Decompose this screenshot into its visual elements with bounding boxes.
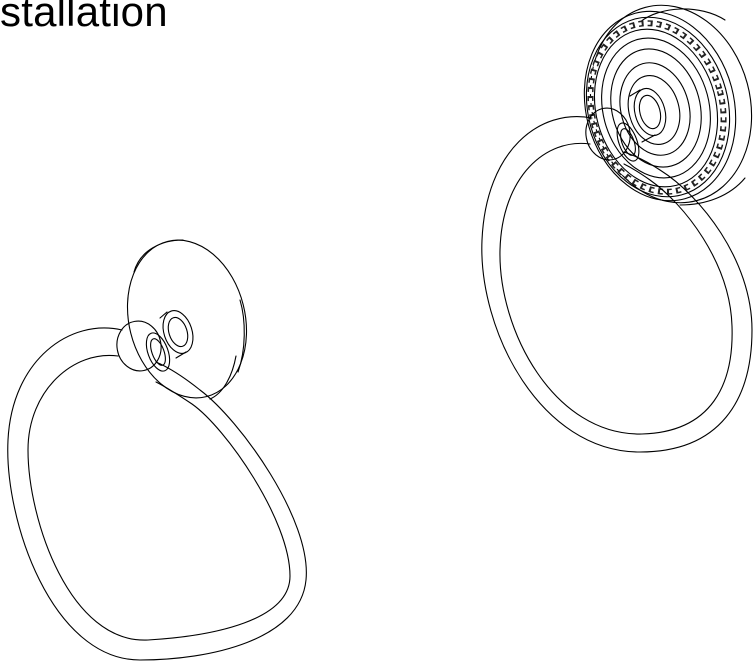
installation-title: stallation [0,0,168,35]
ornate-ring [482,117,752,452]
ornate-rope-trim [567,1,749,213]
ornate-ring-knuckle [582,105,643,164]
towel-ring-plain-figure [8,227,307,660]
plain-ring-knuckle [113,318,174,375]
plain-ring [8,328,307,660]
towel-ring-ornate-figure [482,0,753,452]
ornate-flange-post [629,85,670,142]
plain-flange-post [158,307,198,358]
ornate-flange-face [586,26,725,191]
plain-flange [111,227,262,410]
